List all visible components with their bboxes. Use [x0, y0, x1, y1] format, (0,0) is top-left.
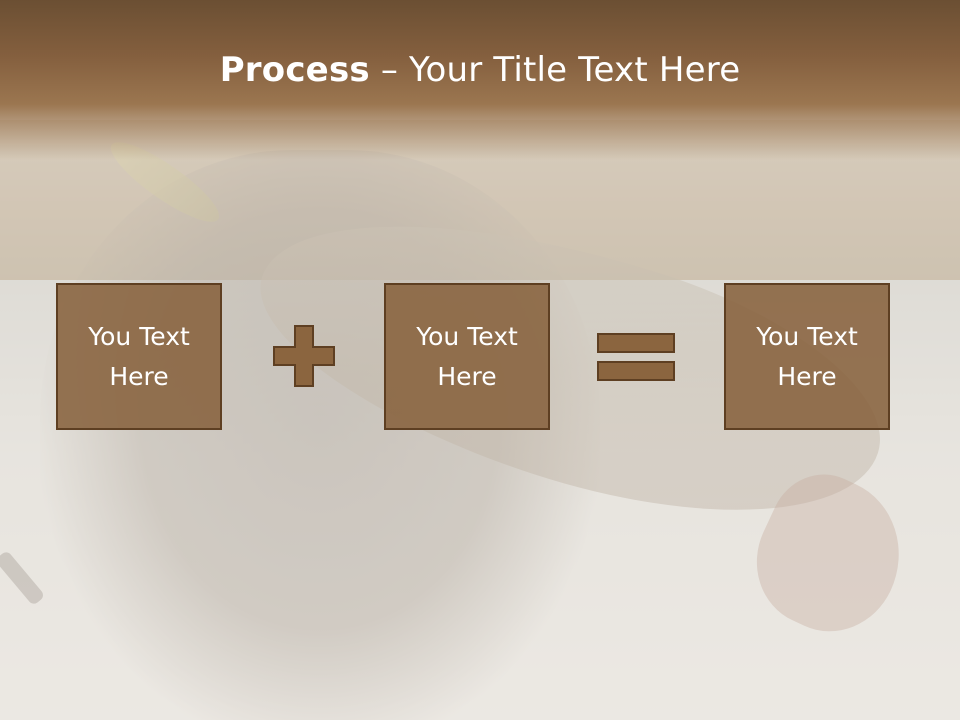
process-box-2-text: You Text Here: [416, 321, 518, 391]
process-box-1-text: You Text Here: [88, 321, 190, 391]
process-box-3[interactable]: You Text Here: [724, 283, 890, 430]
slide-title: Process – Your Title Text Here: [0, 50, 960, 90]
process-box-2[interactable]: You Text Here: [384, 283, 550, 430]
process-box-1[interactable]: You Text Here: [56, 283, 222, 430]
title-bar: [0, 0, 960, 160]
process-box-3-text: You Text Here: [756, 321, 858, 391]
title-rest-part: – Your Title Text Here: [369, 50, 741, 90]
equals-icon: [597, 333, 675, 381]
title-bold-part: Process: [219, 50, 370, 90]
plus-icon: [273, 325, 335, 387]
